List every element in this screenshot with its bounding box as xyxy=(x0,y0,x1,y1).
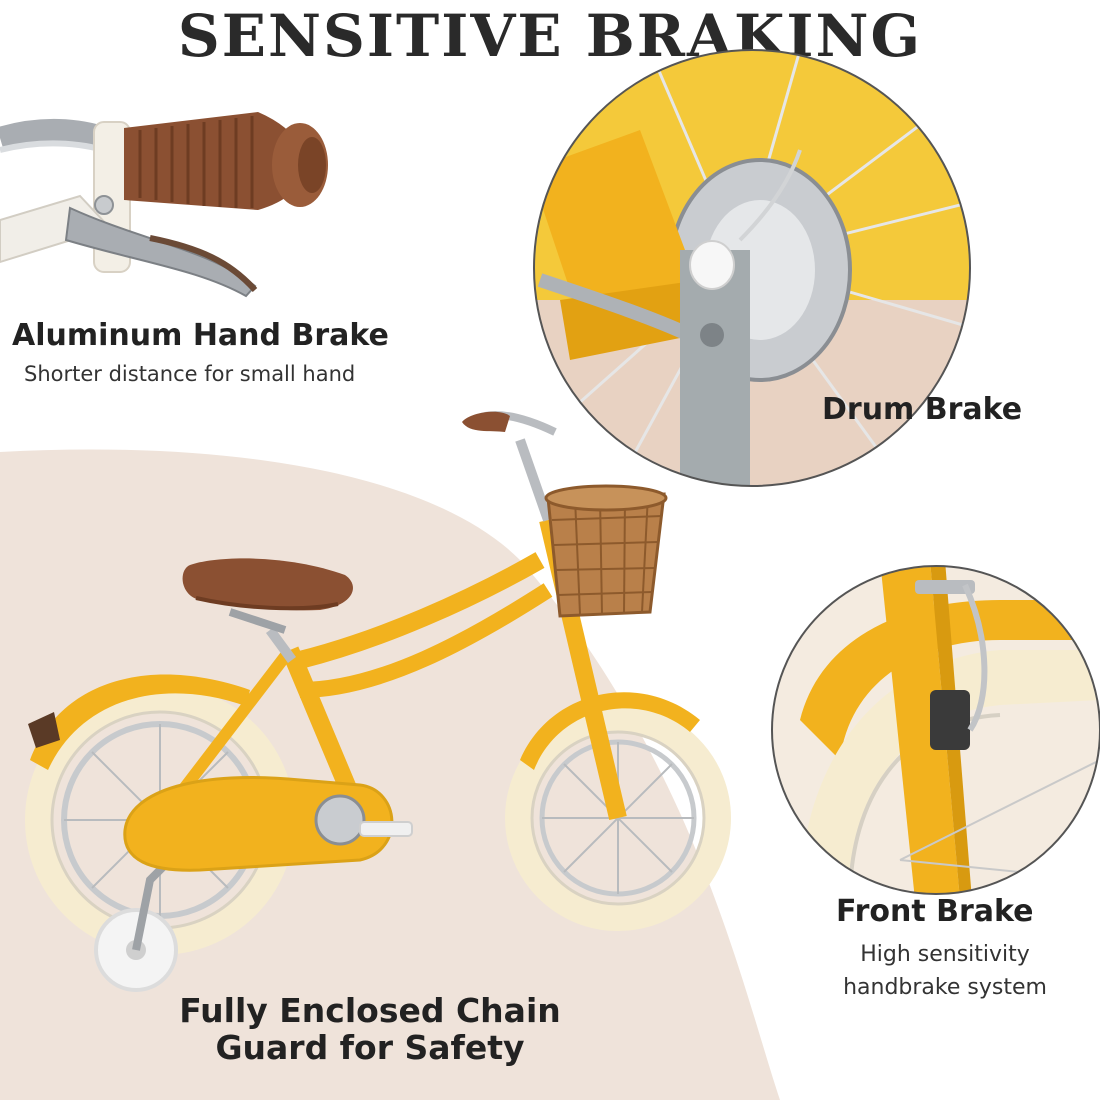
drum-brake-title: Drum Brake xyxy=(822,392,1023,427)
front-brake-subtitle: High sensitivity handbrake system xyxy=(820,938,1070,1004)
chain-guard-line2: Guard for Safety xyxy=(215,1028,525,1067)
front-brake-subtitle-line2: handbrake system xyxy=(843,975,1047,1000)
front-brake-subtitle-line1: High sensitivity xyxy=(860,942,1030,967)
hand-brake-subtitle: Shorter distance for small hand xyxy=(24,362,356,386)
hand-brake-title: Aluminum Hand Brake xyxy=(12,318,389,353)
front-brake-title: Front Brake xyxy=(836,894,1034,929)
chain-guard-caption: Fully Enclosed Chain Guard for Safety xyxy=(140,992,600,1066)
chain-guard-line1: Fully Enclosed Chain xyxy=(179,991,561,1030)
